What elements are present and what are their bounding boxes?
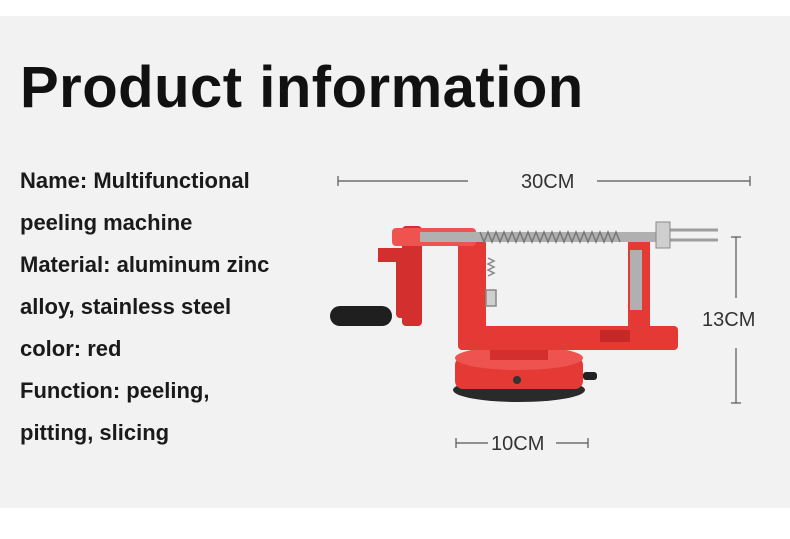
- spec-line: pitting, slicing: [20, 420, 170, 445]
- spec-line: peeling machine: [20, 210, 193, 235]
- length-dimension-line: [337, 176, 751, 186]
- height-dimension-line: [731, 236, 741, 404]
- threaded-rod: [420, 229, 665, 245]
- length-dimension-label: 30CM: [521, 171, 575, 193]
- base-dimension-label: 10CM: [491, 433, 545, 455]
- spec-line: Name: Multifunctional: [20, 168, 250, 193]
- page-title: Product information: [20, 55, 584, 120]
- spec-line: Material: aluminum zinc: [20, 252, 270, 277]
- spec-line: alloy, stainless steel: [20, 294, 232, 319]
- spec-list: Name: Multifunctional peeling machine Ma…: [20, 160, 269, 454]
- slicer-arm: [600, 250, 642, 342]
- crank-handle: [330, 248, 408, 326]
- peeler-spring: [485, 257, 497, 307]
- fork-prongs: [655, 221, 718, 249]
- product-illustration: [330, 176, 751, 448]
- spec-line: Function: peeling,: [20, 378, 210, 403]
- height-dimension-label: 13CM: [702, 309, 756, 331]
- spec-line: color: red: [20, 336, 122, 361]
- base-dimension-line: [455, 438, 589, 448]
